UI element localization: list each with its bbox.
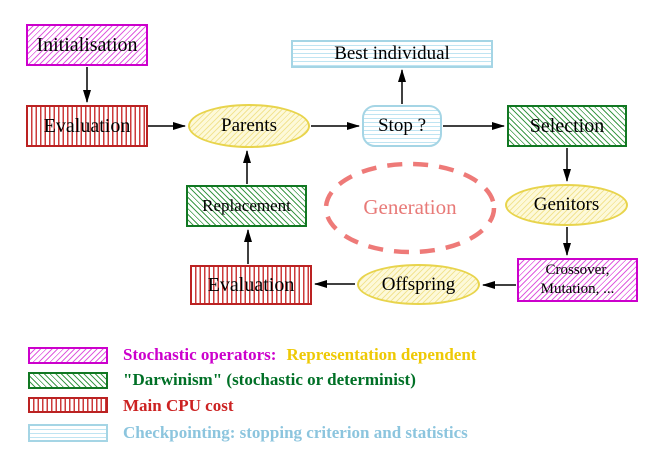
crossover-line2: Mutation, ... — [540, 281, 615, 297]
legend-label-cpu-cost: Main CPU cost — [123, 396, 234, 415]
legend-swatch-darwinism — [28, 372, 108, 389]
legend-label-darwinism: "Darwinism" (stochastic or determinist) — [123, 370, 416, 389]
legend-swatch-checkpointing — [28, 424, 108, 442]
node-evaluation-top: Evaluation — [26, 105, 148, 147]
node-replacement: Replacement — [186, 185, 307, 227]
node-initialisation: Initialisation — [26, 24, 148, 66]
node-genitors: Genitors — [505, 184, 628, 226]
legend-text-stochastic: Stochastic operators: — [123, 345, 277, 364]
legend-swatch-cpu-cost — [28, 397, 108, 413]
legend-label-checkpointing: Checkpointing: stopping criterion and st… — [123, 423, 468, 442]
node-best-individual: Best individual — [291, 40, 493, 68]
node-parents: Parents — [188, 104, 310, 148]
node-crossover-mutation: Crossover, Mutation, ... — [517, 258, 638, 302]
legend-text-representation: Representation dependent — [286, 345, 477, 364]
node-selection: Selection — [507, 105, 627, 147]
generation-label: Generation — [363, 195, 457, 219]
node-evaluation-bottom: Evaluation — [190, 265, 312, 305]
node-offspring: Offspring — [357, 264, 480, 305]
crossover-line1: Crossover, — [545, 262, 610, 279]
legend-swatch-stochastic-operators — [28, 347, 108, 364]
node-stop: Stop ? — [362, 105, 442, 147]
legend-label-stochastic-operators: Stochastic operators: Representation depe… — [123, 345, 476, 365]
